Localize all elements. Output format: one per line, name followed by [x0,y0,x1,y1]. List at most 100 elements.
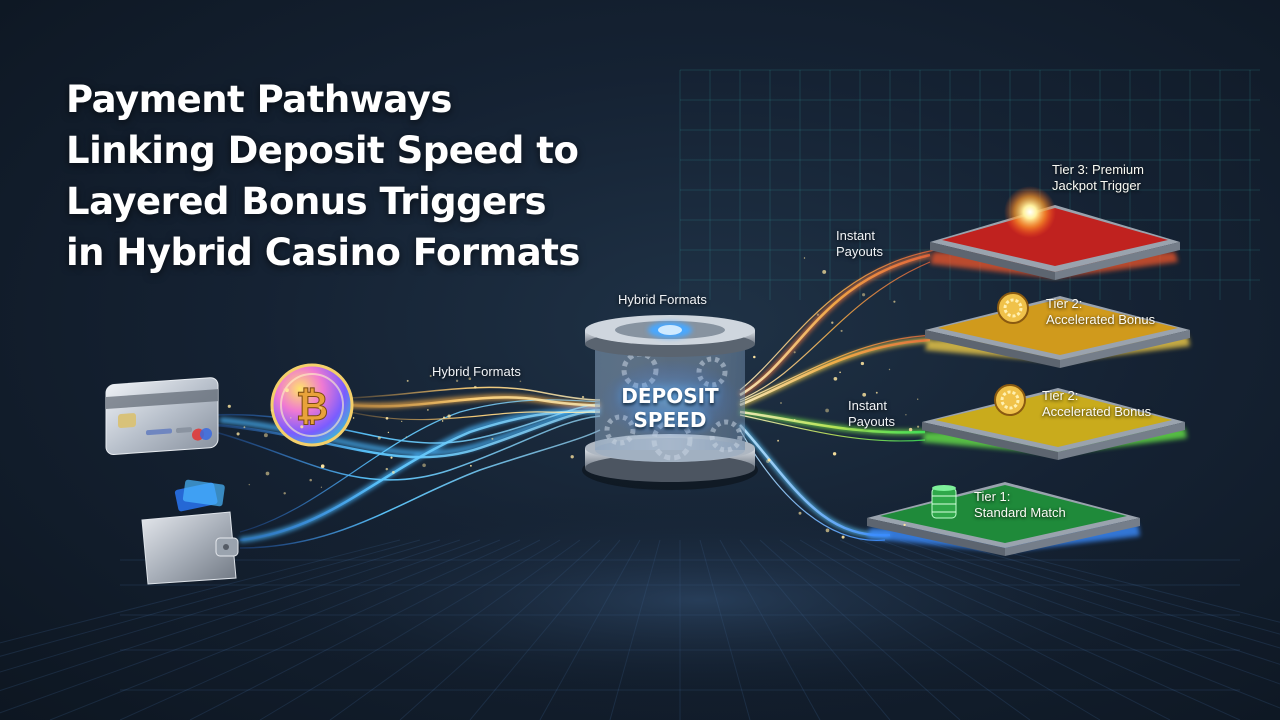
tier-label-line: Tier 1: [974,489,1011,504]
sparkle-dot [581,395,585,399]
sparkle-dot [862,293,866,297]
sparkle-dot [283,388,285,390]
sparkle-dot [822,269,827,274]
tier-label-line: Jackpot Trigger [1052,178,1141,193]
tier-label-line: Tier 2: [1042,388,1079,403]
sparkle-dot [441,420,444,422]
tier-label-line: Tier 2: [1046,296,1083,311]
sparkle-dot [320,464,325,469]
sparkle-dot [385,467,389,471]
sparkle-dot [803,257,806,259]
hub-label-line: SPEED [633,408,707,432]
deposit-speed-label: DEPOSIT SPEED [600,384,740,432]
title-line: in Hybrid Casino Formats [66,231,580,274]
tier-2-platform-upper [925,292,1190,368]
sparkle-dot [429,374,432,378]
sparkle-dot [839,371,841,374]
sparkle-dot [377,436,381,440]
sparkle-dot [406,379,409,382]
sparkle-particles [227,257,920,539]
sparkle-dot [793,351,796,354]
sparkle-dot [777,439,780,442]
tier-2-platform-lower [922,384,1187,460]
sparkle-dot [320,486,323,488]
sparkle-dot [283,492,286,495]
sparkle-dot [779,401,783,405]
sparkle-dot [831,321,834,324]
spark-burst-icon [1004,186,1056,238]
instant-payouts-label-mid: Instant Payouts [848,398,895,430]
tier-3-platform [930,186,1180,280]
sparkle-dot [285,388,289,393]
tier-2-label-upper: Tier 2: Accelerated Bonus [1046,296,1155,328]
gear-coin-icon [994,384,1026,416]
sparkle-dot [825,528,830,533]
svg-text:₿: ₿ [296,384,329,430]
instant-payouts-label-top: Instant Payouts [836,228,883,260]
label-line: Payouts [848,414,895,429]
sparkle-dot [903,523,906,527]
sparkle-dot [917,425,920,428]
sparkle-dot [443,416,445,419]
sparkle-dot [816,313,820,316]
sparkle-dot [473,385,477,389]
sparkle-dot [908,427,913,432]
sparkle-dot [468,377,472,381]
tier-label-line: Accelerated Bonus [1042,404,1152,419]
sparkle-dot [427,409,429,411]
sparkle-dot [352,417,355,419]
tier-label-line: Tier 3: Premium [1052,162,1144,177]
sparkle-dot [248,483,251,486]
sparkle-dot [893,300,896,303]
title-line: Layered Bonus Triggers [66,180,546,223]
sparkle-dot [798,511,802,515]
sparkle-dot [862,392,867,397]
sparkle-dot [469,464,472,467]
sparkle-dot [290,417,292,419]
page-title: Payment Pathways Linking Deposit Speed t… [66,74,580,278]
sparkle-dot [447,414,451,418]
sparkle-dot [309,478,312,482]
sparkle-dot [270,409,273,412]
bitcoin-coin-icon: ₿ [270,363,354,447]
sparkle-dot [263,433,268,438]
title-line: Linking Deposit Speed to [66,129,579,172]
sparkle-dot [390,456,393,459]
sparkle-dot [825,408,829,413]
sparkle-dot [318,406,322,410]
outgoing-bonus-streams [738,249,936,541]
e-wallet-icon [141,479,239,585]
sparkle-dot [793,419,796,421]
sparkle-dot [570,455,574,459]
hub-label-line: DEPOSIT [621,384,719,408]
title-line: Payment Pathways [66,78,452,121]
sparkle-dot [519,380,522,383]
hybrid-formats-label-top: Hybrid Formats [618,292,707,307]
sparkle-dot [265,471,270,476]
sparkle-dot [405,436,408,438]
sparkle-dot [227,404,231,408]
sparkle-dot [888,368,891,371]
sparkle-dot [401,420,403,422]
sparkle-dot [491,437,494,440]
hybrid-formats-label-left: Hybrid Formats [432,364,521,379]
gear-coin-icon [997,292,1029,324]
deposit-speed-hub [582,315,758,490]
sparkle-dot [236,432,240,436]
sparkle-dot [243,426,246,429]
label-line: Instant [836,228,876,243]
sparkle-dot [917,398,919,400]
tier-label-line: Accelerated Bonus [1046,312,1156,327]
chip-stack-icon [931,485,957,519]
tier-1-platform [867,482,1140,556]
tier-3-label: Tier 3: Premium Jackpot Trigger [1052,162,1144,194]
sparkle-dot [455,379,459,382]
sparkle-dot [387,431,390,434]
sparkle-dot [391,470,395,474]
tier-1-label: Tier 1: Standard Match [974,489,1066,521]
tier-2-label-lower: Tier 2: Accelerated Bonus [1042,388,1151,420]
label-line: Payouts [836,244,883,259]
sparkle-dot [422,463,426,468]
credit-card-icon [105,377,219,455]
